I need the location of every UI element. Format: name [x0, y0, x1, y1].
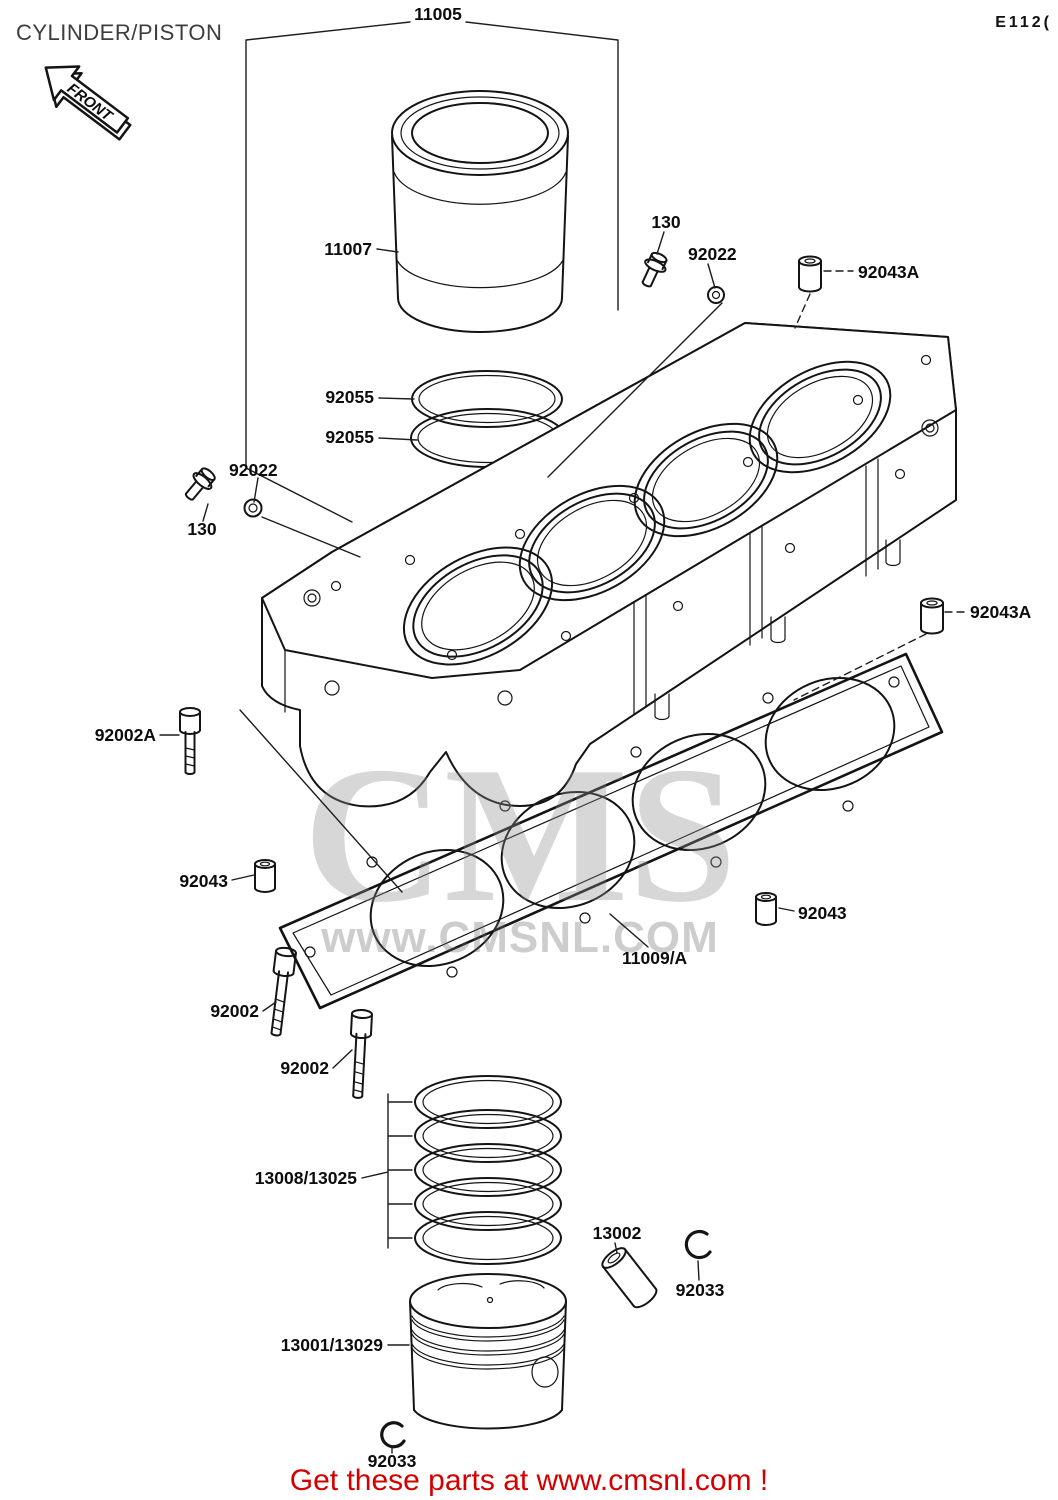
damper-92043-right-drawing: [755, 892, 777, 926]
part-label-13001-13029[interactable]: 13001/13029: [281, 1335, 383, 1355]
circlip-right-drawing: [684, 1229, 712, 1260]
part-label-92002a[interactable]: 92002A: [95, 725, 157, 745]
liner-ring-92055-upper-drawing: [411, 370, 563, 428]
part-label-92043a-right[interactable]: 92043A: [970, 602, 1032, 622]
damper-92043-left-drawing: [254, 859, 276, 893]
part-label-92002-right[interactable]: 92002: [280, 1058, 329, 1078]
part-label-130-left[interactable]: 130: [187, 519, 216, 539]
bolt-92022-top-drawing: [641, 251, 668, 288]
part-label-92043-left[interactable]: 92043: [179, 871, 228, 891]
front-arrow-shadow: [46, 72, 132, 141]
bolt-92002-left-drawing: [270, 946, 297, 1037]
leader-lines: [159, 231, 965, 1454]
assembly-leader-lines: [245, 21, 619, 523]
watermark: CMS www.CMSNL.COM: [303, 727, 736, 962]
gasket-drawing: [278, 652, 944, 1010]
page-title: CYLINDER/PISTON: [16, 20, 223, 45]
part-label-13008-13025[interactable]: 13008/13025: [255, 1168, 357, 1188]
part-labels: 11005 11007 92055 92055 130 92022 92043A…: [95, 4, 1032, 1471]
part-label-92022-top[interactable]: 92022: [688, 244, 737, 264]
damper-92043a-right-drawing: [920, 597, 944, 635]
part-label-92022-left[interactable]: 92022: [229, 460, 278, 480]
cylinder-liner-drawing: [391, 90, 569, 333]
cylinder-block-drawing: [261, 322, 957, 808]
part-label-11005[interactable]: 11005: [414, 4, 462, 24]
part-label-92055-lower[interactable]: 92055: [325, 427, 374, 447]
damper-92043a-top-drawing: [798, 255, 822, 293]
front-arrow-shape: [44, 65, 130, 134]
watermark-url: www.CMSNL.COM: [320, 913, 719, 962]
front-arrow: FRONT: [44, 65, 132, 141]
bolt-92002-right-drawing: [349, 1008, 373, 1099]
bolt-92022-left-drawing: [184, 467, 216, 501]
part-label-92043-right[interactable]: 92043: [798, 903, 847, 923]
circlip-bottom-drawing: [380, 1421, 406, 1449]
part-label-92043a-top[interactable]: 92043A: [858, 262, 920, 282]
diagram-code: E112(: [995, 14, 1052, 31]
part-label-11009a[interactable]: 11009/A: [622, 948, 688, 968]
part-label-13002[interactable]: 13002: [593, 1223, 642, 1243]
part-label-92002-left[interactable]: 92002: [210, 1001, 259, 1021]
part-label-92033-right[interactable]: 92033: [676, 1280, 725, 1300]
piston-drawing: [409, 1273, 567, 1430]
bolt-92002a-drawing: [179, 707, 201, 775]
piston-pin-drawing: [601, 1247, 658, 1309]
washer-130-top-drawing: [707, 286, 725, 304]
piston-ring-set-drawing: [414, 1075, 562, 1265]
part-label-92033-bottom[interactable]: 92033: [368, 1451, 417, 1471]
part-label-11007[interactable]: 11007: [324, 239, 372, 259]
washer-130-left-drawing: [243, 498, 263, 518]
watermark-logo: CMS: [303, 727, 736, 943]
part-label-92055-upper[interactable]: 92055: [325, 387, 374, 407]
part-label-130-top[interactable]: 130: [651, 212, 680, 232]
footer-link[interactable]: Get these parts at www.cmsnl.com !: [289, 1464, 769, 1497]
